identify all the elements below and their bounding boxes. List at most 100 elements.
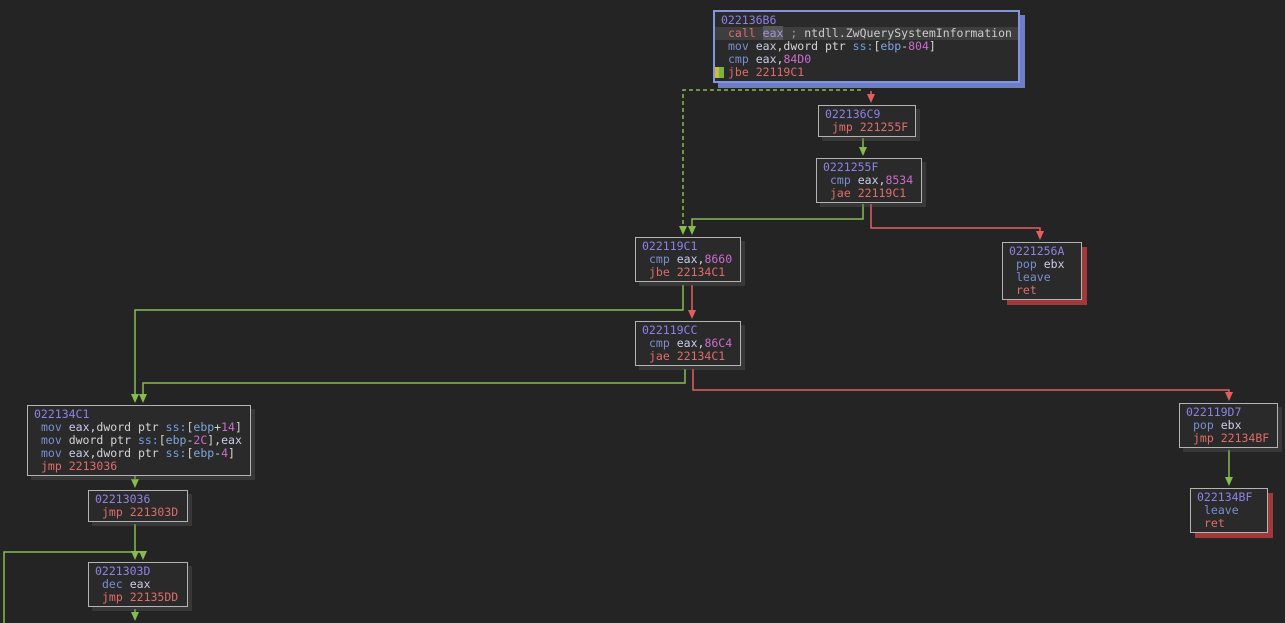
asm-token: 8660 [704,252,733,266]
asm-token: ss: [137,433,159,447]
asm-token: eax [857,173,879,187]
asm-token: eax [68,446,90,460]
asm-token: 02213036 [95,492,151,506]
asm-line[interactable]: ret [1003,284,1081,297]
block-address[interactable]: 022134C1 [28,408,250,421]
asm-token: ebp [193,446,215,460]
asm-line[interactable]: mov eax,dword ptr ss:[ebp-4] [28,447,250,460]
block-address[interactable]: 0221255F [817,161,921,174]
asm-token: ntdll.ZwQuerySystemInformation [804,26,1012,40]
asm-token [62,420,69,434]
block-address[interactable]: 022119D7 [1180,406,1277,419]
asm-token: eax [221,433,242,447]
asm-token: ss: [165,446,187,460]
asm-line[interactable]: jmp 2213036 [28,460,250,473]
asm-token: 0221256A [1009,244,1065,258]
block-address[interactable]: 022119CC [636,324,740,337]
asm-line[interactable]: ret [1191,517,1267,530]
block-address[interactable]: 022136B6 [715,14,1018,27]
asm-token [670,265,677,279]
block-address[interactable]: 0221256A [1003,245,1081,258]
asm-line[interactable]: pop ebx [1180,419,1277,432]
edge-022119C1-taken-022134C1 [131,285,684,403]
asm-token: - [214,446,222,460]
asm-token: jbe [649,265,670,279]
asm-token: , [776,52,784,66]
asm-token: 4 [221,446,229,460]
asm-token: cmp [649,252,670,266]
asm-line[interactable]: mov eax,dword ptr ss:[ebp+14] [28,421,250,434]
block-address[interactable]: 022136C9 [819,108,915,121]
block-address[interactable]: 02213036 [89,493,187,506]
asm-token: 14 [221,420,235,434]
asm-line[interactable]: jmp 221255F [819,121,915,134]
asm-token: ebx [1220,418,1242,432]
asm-line[interactable]: pop ebx [1003,258,1081,271]
asm-line[interactable]: cmp eax,8660 [636,253,740,266]
asm-token [749,52,756,66]
asm-token [851,173,858,187]
asm-token [851,186,858,200]
asm-token: ,dword ptr [89,420,166,434]
asm-line[interactable]: jmp 22135DD [89,591,187,604]
asm-line[interactable]: jbe 22134C1 [636,266,740,279]
asm-token: 022134C1 [34,407,90,421]
asm-token [1037,257,1044,271]
asm-token: leave [1204,503,1239,517]
asm-token: 2C [193,433,208,447]
asm-token: eax [755,39,777,53]
asm-token: - [186,433,194,447]
asm-token: call [728,26,756,40]
asm-line[interactable]: dec eax [89,578,187,591]
asm-line[interactable]: jbe 22119C1 [715,66,1018,79]
asm-line[interactable]: cmp eax,86C4 [636,337,740,350]
asm-token: ], [207,433,222,447]
asm-token [62,446,69,460]
asm-line[interactable]: jae 22134C1 [636,350,740,363]
asm-line[interactable]: call eax ; ntdll.ZwQuerySystemInformatio… [715,26,1018,40]
block-address[interactable]: 0221303D [89,565,187,578]
asm-token: ebp [193,420,215,434]
asm-token: ; [790,26,805,40]
asm-token: 84D0 [783,52,812,66]
asm-token: ss: [165,420,187,434]
asm-line[interactable]: leave [1191,504,1267,517]
asm-token: cmp [649,336,670,350]
asm-line[interactable]: cmp eax,8534 [817,174,921,187]
asm-token: ss: [852,39,874,53]
asm-line[interactable]: cmp eax,84D0 [715,53,1018,66]
edge-022119CC-fallthrough-022119D7 [692,369,1233,401]
block-address[interactable]: 022119C1 [636,240,740,253]
asm-line[interactable]: mov dword ptr ss:[ebp-2C],eax [28,434,250,447]
asm-line[interactable]: jmp 221303D [89,506,187,519]
asm-line[interactable]: jmp 22134BF [1180,432,1277,445]
asm-line[interactable]: leave [1003,271,1081,284]
asm-token: mov [41,420,62,434]
asm-token [670,349,677,363]
asm-line[interactable]: jae 22119C1 [817,187,921,200]
asm-token [123,505,130,519]
asm-line[interactable]: mov eax,dword ptr ss:[ebp-804] [715,40,1018,53]
asm-token: pop [1016,257,1037,271]
asm-token: pop [1193,418,1214,432]
asm-token: ret [1016,283,1037,297]
asm-token: [ [186,420,194,434]
asm-token: 22119C1 [755,65,805,79]
block-address[interactable]: 022134BF [1191,491,1267,504]
asm-token: , [878,173,886,187]
asm-token: jmp [1193,431,1214,445]
asm-token [853,120,860,134]
